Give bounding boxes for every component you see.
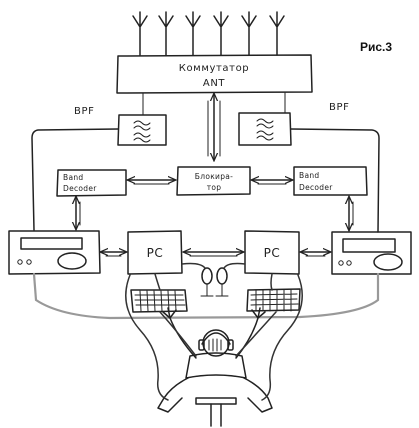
tuning-knob-icon: [57, 252, 87, 270]
tuning-knob-icon: [373, 253, 403, 271]
antenna-switch: Коммутатор ANT: [116, 54, 313, 94]
band-decoder-right: Band Decoder: [293, 166, 368, 196]
transceiver-left: [8, 230, 101, 275]
right-filter-cable: [290, 128, 380, 233]
bpf-filter-right: [238, 112, 292, 146]
radio-display: [342, 238, 396, 253]
antenna-icon: [213, 11, 229, 56]
microphone-icon: [215, 267, 229, 297]
antenna-switch-subtitle: ANT: [203, 78, 226, 89]
keyboard-left-cable: [154, 273, 161, 291]
bpf-filter-left: [117, 114, 167, 146]
left-filter-cable: [31, 128, 119, 231]
band-decoder-left-line1: Band: [63, 173, 83, 182]
transceiver-right: [331, 231, 412, 275]
mic-right-cable: [223, 262, 246, 269]
right-operator-cable: [261, 274, 303, 401]
band-decoder-left-line2: Decoder: [63, 184, 97, 193]
band-decoder-right-line1: Band: [299, 171, 319, 180]
pc-right: PC: [244, 230, 300, 275]
left-headset-cable: [159, 311, 197, 357]
interlock-unit: Блокира- тор: [176, 166, 251, 196]
keyboard-left: [130, 289, 188, 313]
station-ground-cable: [32, 272, 380, 320]
switch-interlock-arrow: [207, 94, 221, 160]
antenna-switch-title: Коммутатор: [179, 63, 249, 74]
bpf-right-label: BPF: [329, 102, 349, 113]
pc-right-label: PC: [264, 246, 281, 260]
pc-left-label: PC: [147, 246, 164, 260]
keyboard-right: [246, 288, 301, 312]
keyboard-right-cable: [270, 273, 273, 291]
microphone-icon: [200, 267, 214, 297]
radio-display: [20, 237, 83, 250]
pc-left: PC: [127, 230, 183, 275]
operator-figure: [157, 307, 273, 427]
left-operator-cable: [125, 274, 169, 401]
right-headset-cable: [235, 311, 277, 357]
antenna-icon: [269, 11, 285, 56]
antenna-array: [132, 11, 285, 56]
bpf-left-label: BPF: [74, 106, 94, 117]
figure-caption: Рис.3: [360, 40, 392, 54]
operator-stool: [195, 397, 237, 405]
mic-left-cable: [181, 262, 206, 269]
antenna-icon: [132, 11, 148, 56]
antenna-icon: [241, 11, 257, 56]
antenna-icon: [185, 11, 201, 56]
interlock-line2: тор: [207, 183, 222, 192]
antenna-icon: [158, 11, 174, 56]
band-decoder-left: Band Decoder: [56, 169, 127, 197]
interlock-line1: Блокира-: [195, 172, 233, 181]
band-decoder-right-line2: Decoder: [299, 183, 333, 192]
